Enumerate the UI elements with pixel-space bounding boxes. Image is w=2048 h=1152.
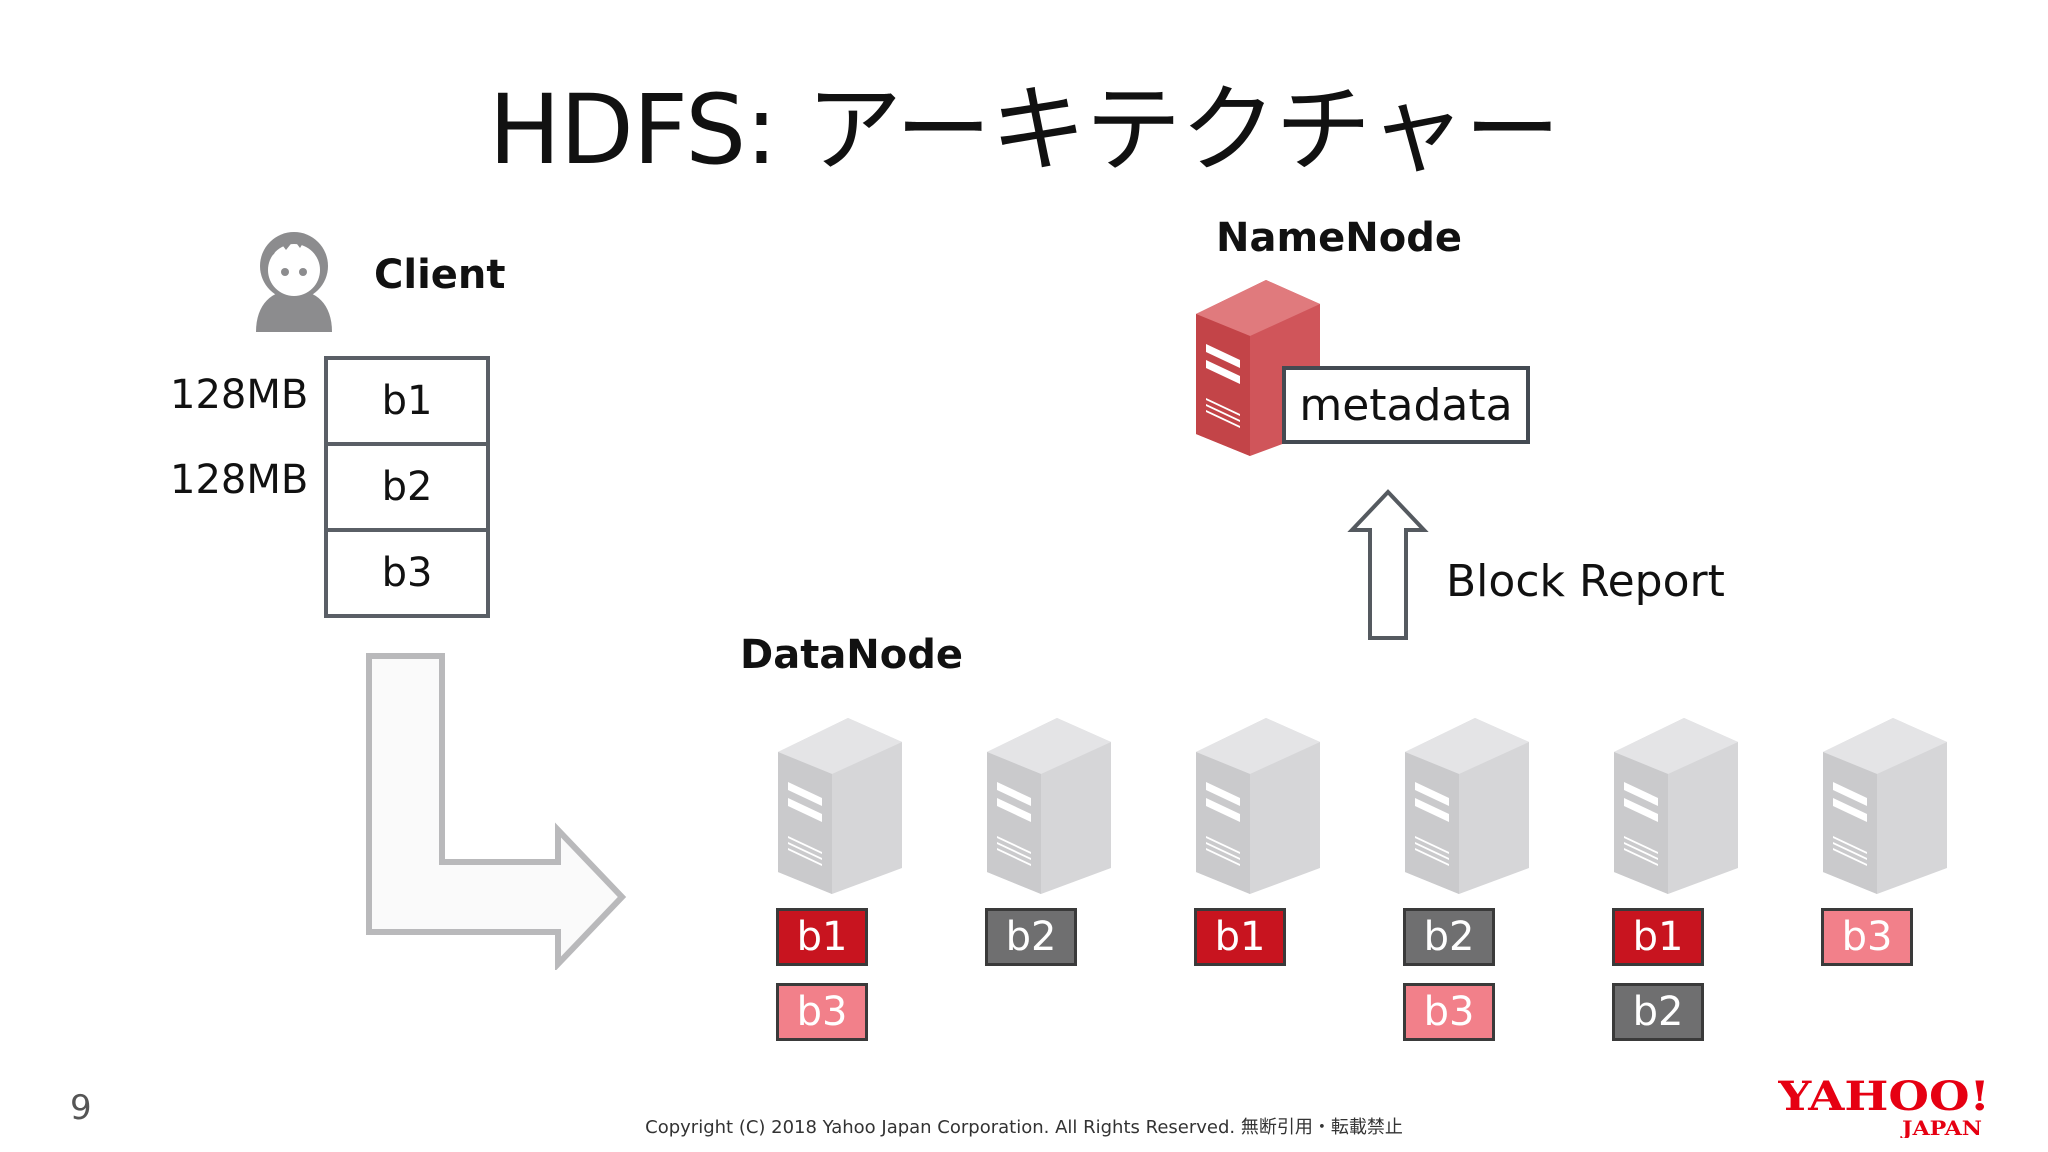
- replica-block-b1: b1: [776, 908, 868, 966]
- file-block-b1: b1: [328, 360, 486, 446]
- datanode-server-icon: [1823, 718, 1947, 894]
- svg-text:JAPAN: JAPAN: [1900, 1116, 1982, 1138]
- datanode-server-icon: [987, 718, 1111, 894]
- block-size-label: 128MB: [170, 457, 309, 503]
- user-icon: [256, 232, 332, 332]
- svg-text:YAHOO!: YAHOO!: [1778, 1074, 1990, 1120]
- block-report-arrow: [1347, 489, 1429, 640]
- datanode-label: DataNode: [740, 632, 964, 678]
- file-block-b2: b2: [328, 446, 486, 532]
- replica-block-b1: b1: [1194, 908, 1286, 966]
- metadata-box: metadata: [1282, 366, 1530, 444]
- replica-block-b2: b2: [1403, 908, 1495, 966]
- replica-block-b3: b3: [1821, 908, 1913, 966]
- page-number: 9: [70, 1088, 92, 1128]
- replica-block-b1: b1: [1612, 908, 1704, 966]
- distribution-arrow: [366, 653, 627, 970]
- datanode-server-icon: [1405, 718, 1529, 894]
- replica-block-b2: b2: [985, 908, 1077, 966]
- datanode-server-icon: [1614, 718, 1738, 894]
- copyright-text: Copyright (C) 2018 Yahoo Japan Corporati…: [645, 1117, 1403, 1138]
- file-block-b3: b3: [381, 550, 433, 596]
- file-block-stack: b1 b2 b3: [324, 356, 490, 618]
- replica-block-b3: b3: [776, 983, 868, 1041]
- block-size-label: 128MB: [170, 372, 309, 418]
- datanode-server-icon: [1196, 718, 1320, 894]
- client-label: Client: [374, 252, 506, 298]
- replica-block-b3: b3: [1403, 983, 1495, 1041]
- replica-block-b2: b2: [1612, 983, 1704, 1041]
- block-report-label: Block Report: [1446, 556, 1725, 607]
- datanode-server-icon: [778, 718, 902, 894]
- namenode-label: NameNode: [1216, 215, 1462, 261]
- yahoo-japan-logo: YAHOO! JAPAN: [1778, 1074, 1990, 1138]
- slide-title: HDFS: アーキテクチャー: [488, 74, 1561, 186]
